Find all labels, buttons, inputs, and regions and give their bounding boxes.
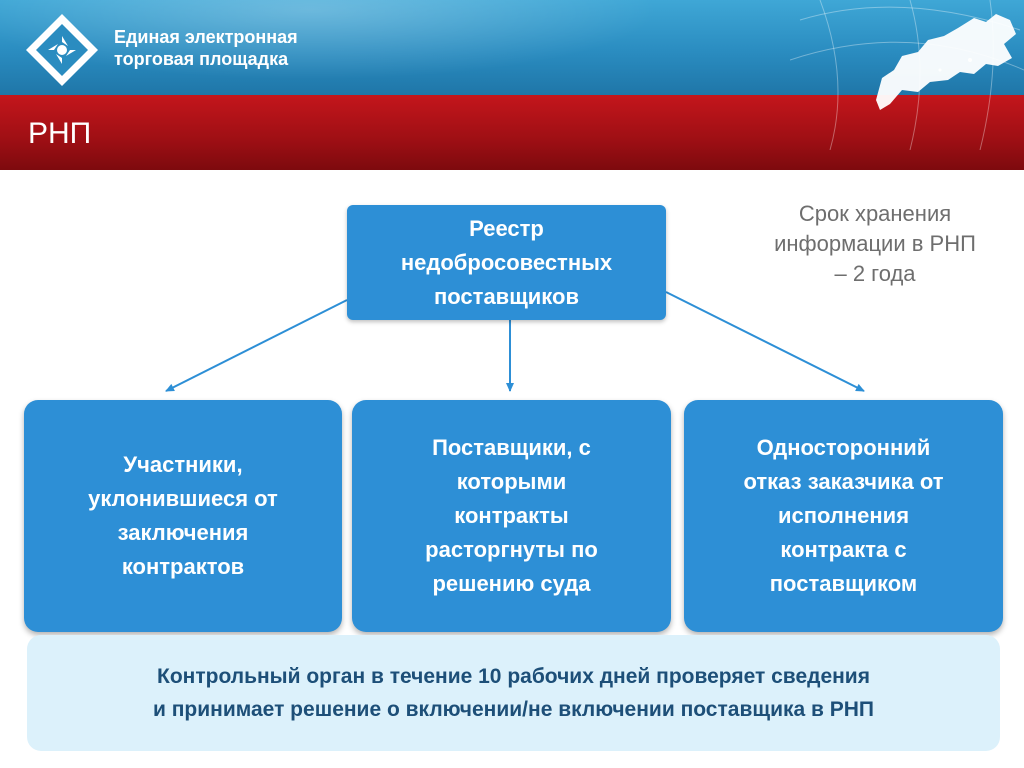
section-bar (0, 95, 1024, 170)
brand-line-2: торговая площадка (114, 49, 289, 69)
category-label-unilateral-refusal: Односторонний отказ заказчика от исполне… (743, 435, 944, 596)
arrow-left (165, 299, 348, 392)
category-box-court-termination: Поставщики, с которыми контракты расторг… (352, 400, 671, 632)
brand-line-1: Единая электронная (114, 27, 298, 47)
registry-root-label: Реестр недобросовестных поставщиков (400, 215, 613, 309)
category-label-evaders: Участники, уклонившиеся от заключения ко… (88, 452, 278, 579)
retention-note: Срок хранения информации в РНП – 2 года (774, 201, 976, 286)
section-title: РНП (28, 117, 92, 150)
registry-root-box: Реестр недобросовестных поставщиков (347, 205, 666, 320)
control-body-note: Контрольный орган в течение 10 рабочих д… (152, 665, 875, 721)
control-body-note-box: Контрольный орган в течение 10 рабочих д… (27, 635, 1000, 751)
brand-name: Единая электронная торговая площадка (114, 26, 298, 70)
header-glow (0, 0, 660, 80)
company-logo-icon (26, 14, 98, 86)
header-bar (0, 0, 1024, 95)
category-label-court-termination: Поставщики, с которыми контракты расторг… (425, 435, 598, 596)
category-box-evaders: Участники, уклонившиеся от заключения ко… (24, 400, 342, 632)
arrow-right (665, 291, 865, 392)
category-box-unilateral-refusal: Односторонний отказ заказчика от исполне… (684, 400, 1003, 632)
russia-map-icon (790, 0, 1024, 150)
